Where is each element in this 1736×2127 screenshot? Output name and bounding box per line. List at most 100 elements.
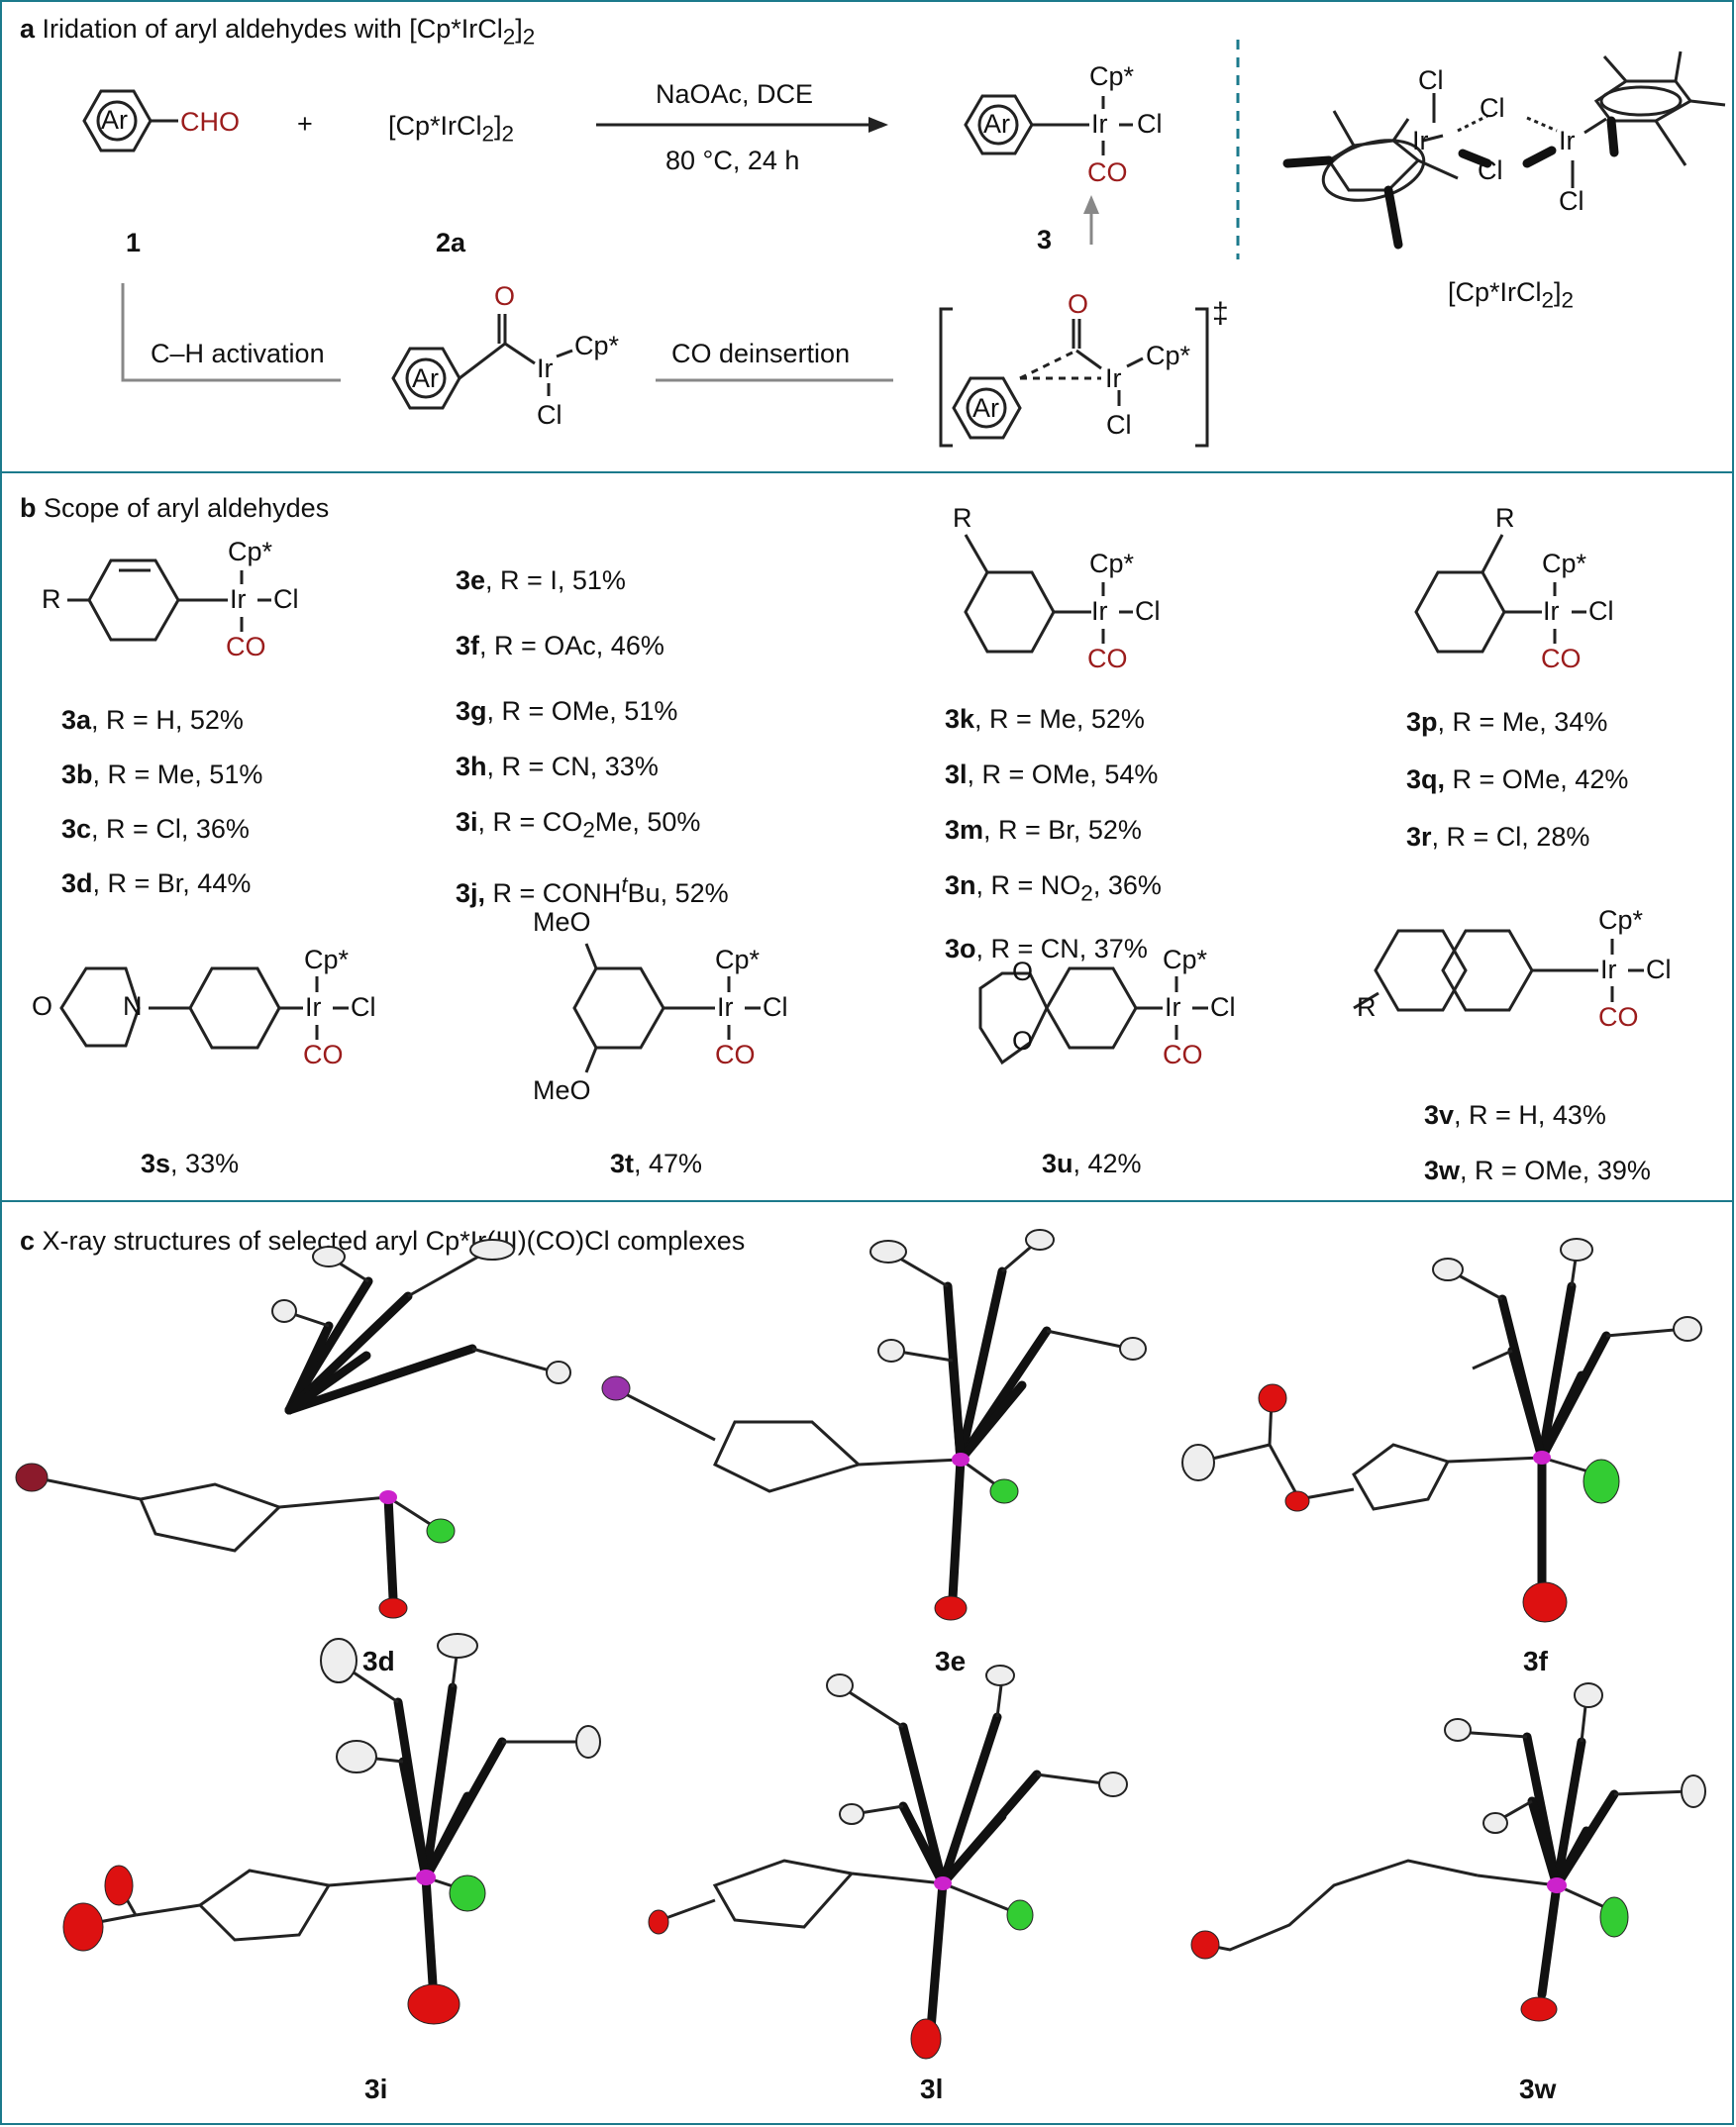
chlorine-atom [989,1478,1019,1504]
bond [407,1250,488,1298]
cp-star-label: Cp* [228,537,273,566]
bond [1126,356,1144,368]
carbon-atom [1432,1258,1464,1281]
chloride-label: Cl [1106,410,1132,440]
sub: 2 [481,121,495,147]
ir-co-bond [948,1455,966,1603]
iridium-label: Ir [305,992,322,1022]
wedge-bond [1458,149,1492,168]
compound-id: 3h [456,752,487,781]
benzene-ring-acyl [391,347,461,410]
bond [841,1685,904,1729]
entry-text: , 33% [170,1149,240,1178]
compound-id: 3f [456,631,480,660]
methoxy-label: MeO [533,1075,591,1105]
oxygen-atom [407,1983,460,2025]
entry-3e: 3e, R = I, 51% [456,553,729,608]
compound-id: 3j, [456,878,486,909]
carbon-atom [1574,1682,1603,1708]
bond [1268,1444,1301,1500]
bond [1472,1349,1513,1370]
chloride-label: Cl [273,584,299,614]
xray-3e [601,1229,1147,1621]
step-co-deinsertion: CO deinsertion [671,339,851,368]
xray-3d [15,1239,571,1619]
cp-bond [1552,1737,1586,1890]
oxygen-label: O [1012,1026,1034,1056]
dioxane-ring [978,971,1049,1065]
benzene-ring-ortho [1414,570,1506,654]
bond [1353,991,1379,1010]
carbon-atom [271,1299,297,1323]
entry-3p: 3p, R = Me, 34% [1406,693,1628,751]
oxygen-label: O [32,991,53,1021]
oxygen-atom [378,1597,408,1619]
compound-id: 3a [61,705,92,735]
bond [1605,1327,1686,1338]
entry-text-end: Me, 50% [594,807,701,837]
sub: 2 [1080,880,1093,906]
cp-bond [898,1722,948,1888]
aromatic-circle [405,357,447,399]
hash-bond [1526,116,1558,133]
entry-3q: 3q, R = OMe, 42% [1406,751,1628,808]
compound-label-3: 3 [1037,225,1053,254]
ts-bond [1019,349,1077,380]
arrow-head [868,117,888,133]
compound-label-1: 1 [126,228,142,257]
compound-id: 3c [61,814,92,844]
carbonyl-label: CO [1163,1040,1203,1069]
iridium-atom [379,1490,397,1504]
methyl [1602,55,1628,82]
methyl [1654,120,1687,166]
compound-id: 3n [945,870,976,900]
compound-id: 3b [61,760,93,789]
iridium-label: Ir [1091,109,1108,139]
plus-sign: + [297,109,313,139]
compound-id: 3o [945,934,976,964]
entry-3j: 3j, R = CONHtBu, 52% [456,858,729,921]
bond [135,1903,201,1917]
entry-3f: 3f, R = OAc, 46% [456,618,729,673]
compound-id: 3v [1424,1100,1455,1130]
iridium-atom [1547,1877,1567,1893]
cp-star-label: Cp* [574,331,620,360]
compound-id: 3w [1424,1156,1461,1185]
entry-text: , R = CN, 37% [975,934,1148,964]
sub: 2 [582,817,595,843]
bond [556,349,573,358]
oxygen-atom [62,1902,104,1952]
oxygen-atom [104,1865,134,1906]
entry-text: , R = Me, 51% [92,760,263,789]
reagent-formula: [Cp*IrCl2]2 [388,111,514,147]
iridium-atom [416,1870,436,1885]
entry-3k: 3k, R = Me, 52% [945,691,1162,747]
cp-bond [284,1344,477,1415]
para-entries-2: 3e, R = I, 51% 3f, R = OAc, 46% 3g, R = … [456,553,729,921]
entry-text: , R = OAc, 46% [479,631,664,660]
ir-co-bond [421,1873,438,1989]
panel-c: c X-ray structures of selected aryl Cp*I… [0,1200,1734,2125]
entry-3h: 3h, R = CN, 33% [456,739,729,794]
entry-3d: 3d, R = Br, 44% [61,857,262,911]
entry-3r: 3r, R = Cl, 28% [1406,808,1628,865]
entry-text: , R = NO [975,870,1081,900]
carbon-atom [1560,1238,1593,1262]
chloride-label: Cl [1418,65,1444,95]
entry-text: , R = Cl, 28% [1431,822,1590,852]
bromine-atom [15,1463,49,1492]
ar-label: Ar [412,363,439,393]
meta-entries: 3k, R = Me, 52% 3l, R = OMe, 54% 3m, R =… [945,691,1162,976]
methyl [1391,118,1410,142]
pathway-line [121,283,341,382]
carbon-atom [575,1725,601,1759]
ar-label: Ar [101,105,128,135]
oxygen-atom [1258,1383,1287,1413]
aryl-ring [712,1859,854,1929]
title-sub2: 2 [522,24,536,50]
methyl-wedge [1383,185,1403,250]
entry-3a: 3a, R = H, 52% [61,693,262,748]
bond [471,1347,558,1374]
panel-a-title-text: Iridation of aryl aldehydes with [Cp*IrC… [42,14,503,44]
panel-a: a Iridation of aryl aldehydes with [Cp*I… [0,0,1734,473]
